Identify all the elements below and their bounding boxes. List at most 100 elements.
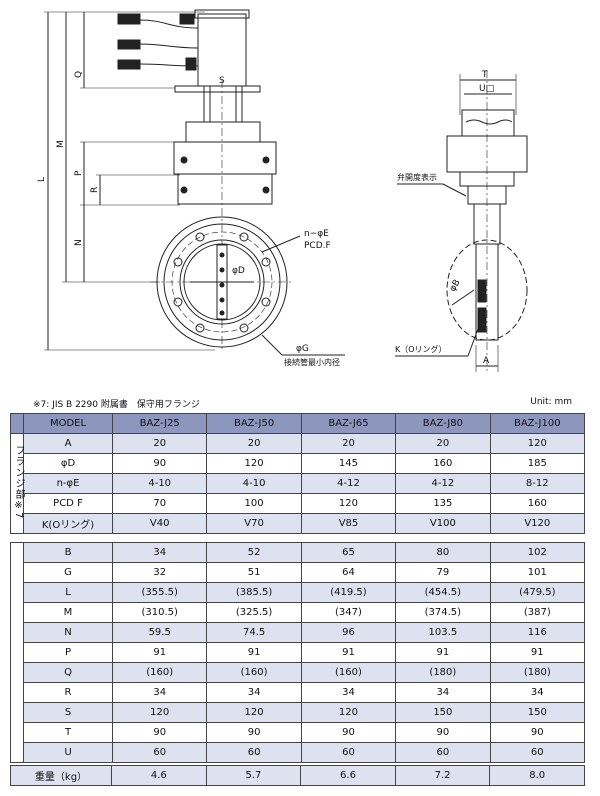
row-label: PCD F: [23, 493, 113, 514]
cell-value: 160: [395, 453, 491, 474]
header-model-5: BAZ-J100: [489, 413, 586, 434]
cell-value: 120: [300, 702, 397, 723]
cell-value: 4-10: [111, 473, 208, 494]
cell-value: 52: [206, 542, 302, 563]
weight-value: 4.6: [111, 765, 207, 786]
row-label: G: [23, 562, 113, 583]
dim-L: L: [37, 177, 47, 182]
cell-value: (347): [300, 602, 397, 623]
cell-value: (325.5): [206, 602, 302, 623]
row-label: M: [23, 602, 113, 623]
cell-value: 51: [206, 562, 302, 583]
cell-value: 60: [395, 742, 491, 763]
weight-value: 7.2: [394, 765, 491, 786]
section-side-label: フランジ部※7: [10, 433, 24, 534]
cell-value: 135: [395, 493, 491, 514]
cell-value: 185: [489, 453, 586, 474]
cell-value: 91: [489, 642, 586, 663]
cell-value: 4-12: [395, 473, 491, 494]
cell-value: 34: [300, 682, 397, 703]
cell-value: 20: [300, 433, 397, 454]
label-valve-indicator: 弁開度表示: [397, 172, 437, 182]
cell-value: 65: [300, 542, 397, 563]
section-side-text: フランジ部※7: [13, 444, 24, 520]
cell-value: V40: [111, 513, 208, 534]
table-row: M(310.5)(325.5)(347)(374.5)(387): [11, 602, 586, 623]
row-label: φD: [23, 453, 113, 474]
cell-value: 20: [395, 433, 491, 454]
header-model-3: BAZ-J65: [300, 413, 397, 434]
cell-value: 91: [395, 642, 491, 663]
row-label: T: [23, 722, 113, 743]
dim-R: R: [90, 187, 100, 193]
cell-value: 64: [300, 562, 397, 583]
cell-value: 59.5: [111, 622, 208, 643]
cell-value: (454.5): [395, 582, 491, 603]
dim-M: M: [56, 140, 66, 148]
cell-value: (385.5): [206, 582, 302, 603]
table-row: L(355.5)(385.5)(419.5)(454.5)(479.5): [11, 582, 586, 603]
dim-U: U□: [479, 84, 494, 94]
label-K: K（Oリング）: [395, 344, 447, 354]
row-label: n-φE: [23, 473, 113, 494]
cell-value: 103.5: [395, 622, 491, 643]
cell-value: (355.5): [111, 582, 208, 603]
cell-value: 34: [111, 542, 208, 563]
row-label: S: [23, 702, 113, 723]
cell-value: 150: [489, 702, 586, 723]
cell-value: 120: [206, 702, 302, 723]
cell-value: 96: [300, 622, 397, 643]
row-label: R: [23, 682, 113, 703]
cell-value: 102: [489, 542, 586, 563]
cell-value: (310.5): [111, 602, 208, 623]
cell-value: 79: [395, 562, 491, 583]
cell-value: 116: [489, 622, 586, 643]
row-label: B: [23, 542, 113, 563]
cell-value: 20: [206, 433, 302, 454]
cell-value: (160): [111, 662, 208, 683]
cell-value: 101: [489, 562, 586, 583]
cell-value: 32: [111, 562, 208, 583]
dim-S: S: [219, 76, 225, 86]
cell-value: 60: [206, 742, 302, 763]
cell-value: 60: [489, 742, 586, 763]
dim-Q: Q: [74, 71, 84, 78]
weight-row: 重量（kg） 4.6 5.7 6.6 7.2 8.0: [10, 765, 585, 786]
header-model-4: BAZ-J80: [395, 413, 491, 434]
header-spacer: [10, 413, 24, 434]
dim-P: P: [74, 170, 84, 176]
cell-value: 120: [489, 433, 586, 454]
cell-value: 70: [111, 493, 208, 514]
label-phiD: φD: [232, 266, 245, 276]
header-model: MODEL: [23, 413, 113, 434]
cell-value: V100: [395, 513, 491, 534]
cell-value: 74.5: [206, 622, 302, 643]
cell-value: (387): [489, 602, 586, 623]
cell-value: (419.5): [300, 582, 397, 603]
model-header-row: MODEL BAZ-J25 BAZ-J50 BAZ-J65 BAZ-J80 BA…: [10, 413, 586, 434]
footnote: ※7: JIS B 2290 附属書 保守用フランジ: [33, 400, 200, 410]
cell-value: 160: [489, 493, 586, 514]
cell-value: 90: [300, 722, 397, 743]
cell-value: (374.5): [395, 602, 491, 623]
label-phiB: φB: [448, 278, 463, 294]
row-label: L: [23, 582, 113, 603]
label-g-note: 接続管最小内径: [284, 357, 340, 367]
dim-T: T: [481, 70, 488, 80]
unit-label: Unit: mm: [530, 397, 572, 407]
cell-value: (180): [489, 662, 586, 683]
cell-value: 4-10: [206, 473, 302, 494]
cell-value: (479.5): [489, 582, 586, 603]
table-row: Q(160)(160)(160)(180)(180): [11, 662, 586, 683]
row-label: P: [23, 642, 113, 663]
